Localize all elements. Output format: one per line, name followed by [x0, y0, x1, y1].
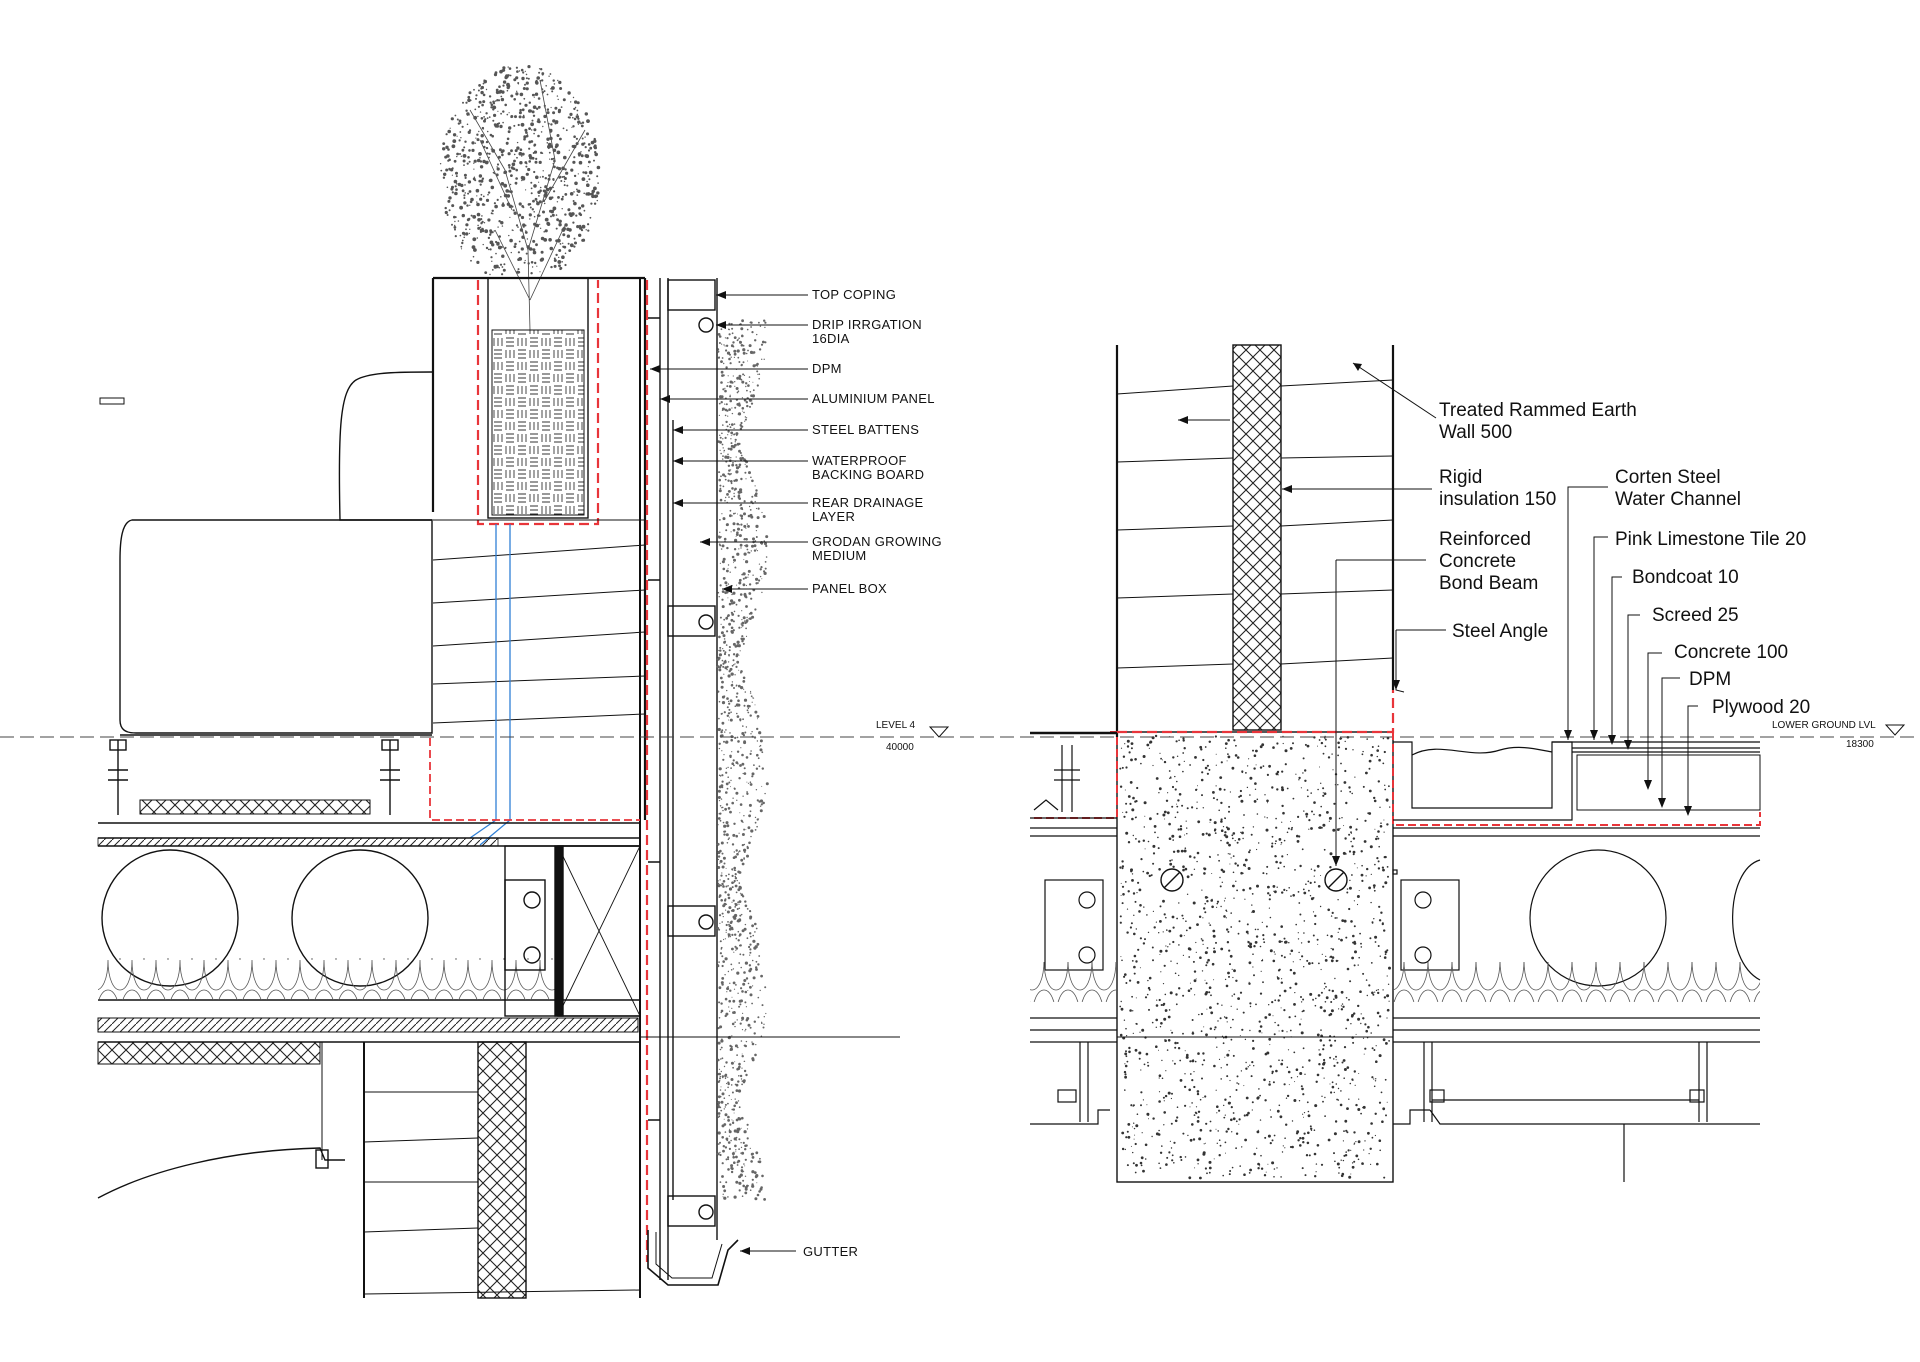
label-drip-irrigation: DRIP IRRGATION [812, 317, 922, 332]
right-arrowheads [1178, 363, 1692, 866]
left-labels: TOP COPING DRIP IRRGATION 16DIA DPM ALUM… [803, 287, 950, 1259]
right-labels: Treated Rammed Earth Wall 500 Rigid insu… [1439, 400, 1906, 750]
label-grodan: GRODAN GROWING [812, 534, 942, 549]
label-rammed-earth: Treated Rammed Earth [1439, 400, 1637, 421]
label-layer: LAYER [812, 509, 855, 524]
label-rear-drainage: REAR DRAINAGE [812, 495, 924, 510]
label-wall-500: Wall 500 [1439, 422, 1512, 443]
label-dpm-right: DPM [1689, 669, 1731, 690]
left-arrowheads [650, 291, 750, 1255]
tree-icon [439, 65, 601, 331]
label-steel-battens: STEEL BATTENS [812, 422, 919, 437]
label-medium: MEDIUM [812, 548, 867, 563]
label-insulation-150: insulation 150 [1439, 489, 1556, 510]
label-drip-irrigation-size: 16DIA [812, 331, 850, 346]
label-bond-beam: Bond Beam [1439, 573, 1538, 594]
right-section-detail [1030, 344, 1761, 1183]
left-leader-lines [650, 294, 808, 1252]
label-concrete-100: Concrete 100 [1674, 642, 1788, 663]
label-aluminium-panel: ALUMINIUM PANEL [812, 391, 935, 406]
label-screed: Screed 25 [1652, 605, 1739, 626]
label-steel-angle: Steel Angle [1452, 621, 1548, 642]
label-pink-limestone: Pink Limestone Tile 20 [1615, 529, 1806, 550]
label-waterproof: WATERPROOF [812, 453, 907, 468]
vertical-planting-icon [716, 319, 769, 1201]
label-concrete: Concrete [1439, 551, 1516, 572]
label-dpm: DPM [812, 361, 842, 376]
label-backing-board: BACKING BOARD [812, 467, 924, 482]
level-4-value: 40000 [886, 742, 914, 753]
label-gutter: GUTTER [803, 1244, 858, 1259]
level-marker-icon [928, 726, 950, 738]
label-plywood: Plywood 20 [1712, 697, 1810, 718]
lower-ground-name: LOWER GROUND LVL [1772, 720, 1876, 731]
label-water-channel: Water Channel [1615, 489, 1741, 510]
label-panel-box: PANEL BOX [812, 581, 887, 596]
level-marker-icon [1884, 724, 1906, 736]
label-reinforced: Reinforced [1439, 529, 1531, 550]
level-4-name: LEVEL 4 [876, 720, 916, 731]
label-bondcoat: Bondcoat 10 [1632, 567, 1739, 588]
left-section-detail [0, 65, 1920, 1299]
label-corten-steel: Corten Steel [1615, 467, 1721, 488]
label-top-coping: TOP COPING [812, 287, 896, 302]
lower-ground-value: 18300 [1846, 739, 1874, 750]
label-rigid: Rigid [1439, 467, 1482, 488]
